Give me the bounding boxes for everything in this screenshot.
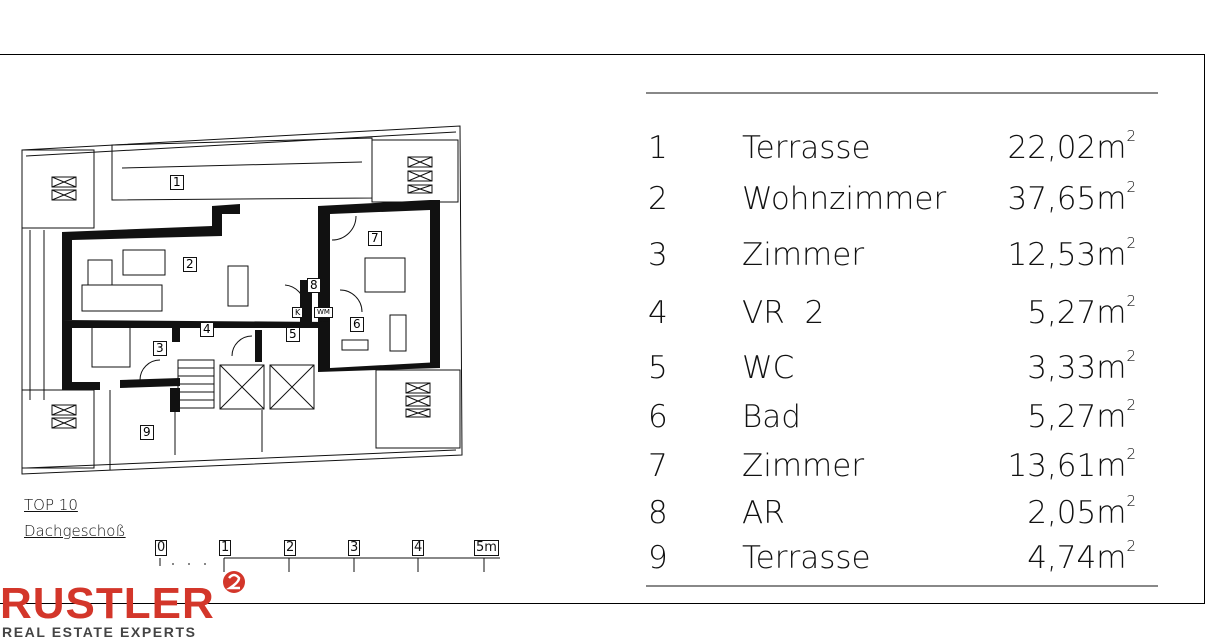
room-area: 5,27m2 <box>1027 292 1136 331</box>
plan-room-tag: 4 <box>200 322 214 337</box>
room-number: 6 <box>648 399 668 435</box>
room-area: 3,33m2 <box>1027 347 1136 386</box>
brand-logo-wordmark: RUSTLER <box>0 579 215 628</box>
room-name: Terrasse <box>742 130 871 166</box>
plan-room-tag: 2 <box>183 257 197 272</box>
room-area: 4,74m2 <box>1027 537 1136 576</box>
room-number: 2 <box>648 181 668 217</box>
plan-subtitle: Dachgeschoß <box>24 522 126 540</box>
room-name: Wohnzimmer <box>742 181 947 217</box>
room-area: 2,05m2 <box>1027 492 1136 531</box>
room-area: 37,65m2 <box>1007 178 1137 217</box>
room-number: 8 <box>648 495 668 531</box>
plan-room-tag: 1 <box>170 175 184 190</box>
room-name: Bad <box>742 399 801 435</box>
fixture-k-label: K <box>292 307 304 318</box>
plan-room-tag: 3 <box>153 341 167 356</box>
room-number: 9 <box>648 540 668 576</box>
room-number: 7 <box>648 448 668 484</box>
scale-label-4: 4 <box>412 540 425 556</box>
scale-label-0: 0 <box>155 540 168 556</box>
brand-tagline: REAL ESTATE EXPERTS <box>2 624 197 640</box>
plan-room-tag: 6 <box>350 317 364 332</box>
room-area: 12,53m2 <box>1007 234 1137 273</box>
room-name: Zimmer <box>742 448 865 484</box>
scale-label-1: 1 <box>219 540 232 556</box>
plan-room-tag: 7 <box>368 231 382 246</box>
sheet-frame <box>0 54 1205 604</box>
room-number: 1 <box>648 130 668 166</box>
scale-label-2: 2 <box>284 540 297 556</box>
plan-room-tag: 9 <box>140 425 154 440</box>
scale-label-5m: 5m <box>474 540 499 556</box>
room-number: 3 <box>648 237 668 273</box>
scale-label-3: 3 <box>348 540 361 556</box>
plan-room-tag: 5 <box>286 327 300 342</box>
fixture-wm-label: WM <box>314 307 333 318</box>
room-name: AR <box>742 495 785 531</box>
room-area: 13,61m2 <box>1007 445 1137 484</box>
plan-title: TOP 10 <box>24 496 78 514</box>
roof-window-icon <box>51 176 77 201</box>
room-name: Terrasse <box>742 540 871 576</box>
room-name: VR 2 <box>742 295 825 331</box>
plan-room-tag: 8 <box>307 278 321 293</box>
room-area: 5,27m2 <box>1027 396 1136 435</box>
room-number: 4 <box>648 295 668 331</box>
room-name: Zimmer <box>742 237 865 273</box>
room-area: 22,02m2 <box>1007 127 1137 166</box>
room-number: 5 <box>648 350 668 386</box>
room-name: WC <box>742 350 795 386</box>
